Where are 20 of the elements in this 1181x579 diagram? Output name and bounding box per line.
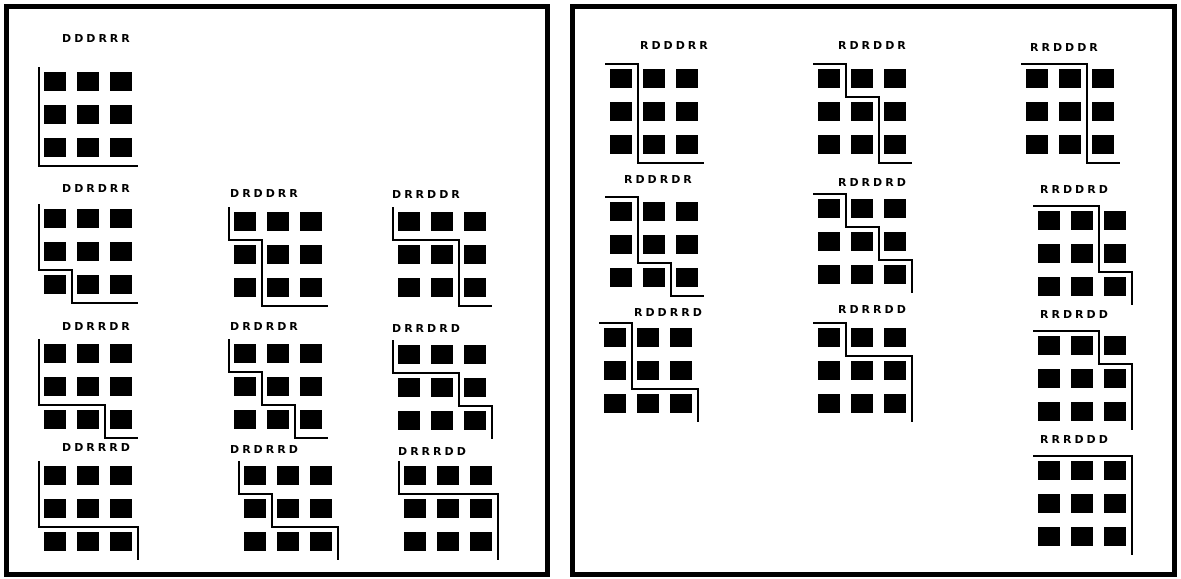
sequence-label: RDDRRD xyxy=(634,306,705,319)
sequence-label: RRDRDD xyxy=(1040,308,1111,321)
sequence-label: RDDDRR xyxy=(640,39,711,52)
sequence-label: RRRDDD xyxy=(1040,433,1111,446)
sequence-label: DDRRDR xyxy=(62,320,133,333)
sequence-label: DRRDDR xyxy=(392,188,463,201)
sequence-label: DDDRRR xyxy=(62,32,133,45)
sequence-label: RRDDRD xyxy=(1040,183,1111,196)
sequence-label: DDRDRR xyxy=(62,182,133,195)
sequence-label: RDRDDR xyxy=(838,39,909,52)
sequence-label: RDRRDD xyxy=(838,303,909,316)
sequence-label: DRDRDR xyxy=(230,320,301,333)
sequence-label: DDRRRD xyxy=(62,441,133,454)
sequence-label: RDRDRD xyxy=(838,176,909,189)
sequence-label: RDDRDR xyxy=(624,173,695,186)
sequence-label: DRDDRR xyxy=(230,187,301,200)
sequence-label: RRDDDR xyxy=(1030,41,1101,54)
sequence-label: DRDRRD xyxy=(230,443,301,456)
sequence-label: DRRDRD xyxy=(392,322,463,335)
sequence-label: DRRRDD xyxy=(398,445,469,458)
